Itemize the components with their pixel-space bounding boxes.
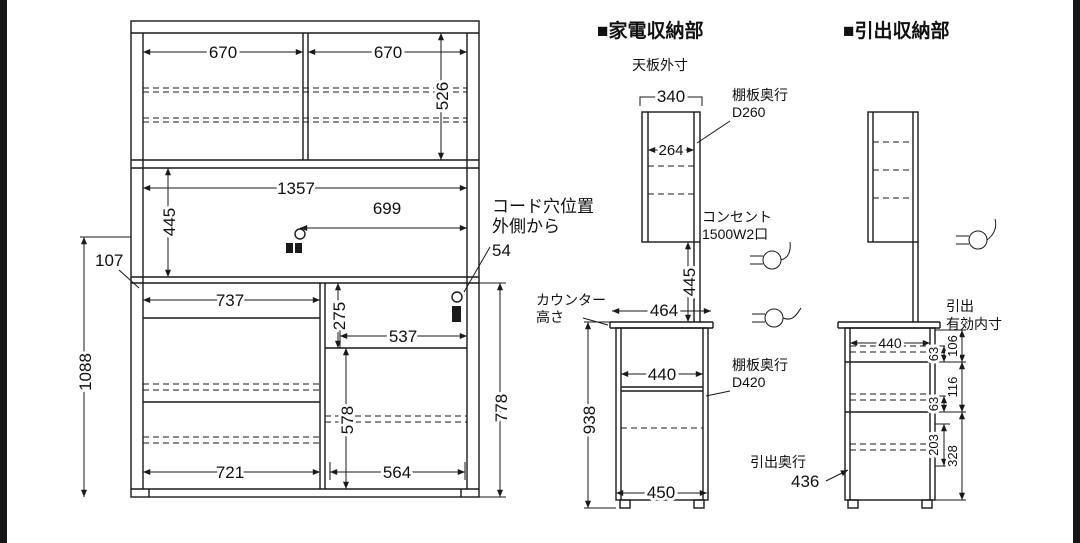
front-view-hidden-lines [143, 87, 467, 444]
inner-dim-label-1: 引出 [946, 298, 974, 314]
power-outlet-icon-lower [452, 306, 461, 322]
dim-116: 116 [945, 377, 960, 398]
dim-63-mid: 63 [926, 397, 941, 411]
drawer-depth-label: 引出奥行 [750, 454, 806, 470]
dim-578: 578 [338, 406, 357, 434]
dim-670-left: 670 [209, 43, 237, 62]
dim-328: 328 [945, 445, 960, 467]
appliance-structure [609, 111, 714, 509]
counter-label-2: 高さ [536, 309, 564, 325]
front-view-dimension-lines [80, 33, 506, 498]
dim-445: 445 [160, 208, 179, 236]
dim-275: 275 [330, 302, 349, 330]
dim-440-side: 440 [648, 365, 676, 384]
front-view: 670 670 526 1357 445 699 コード穴位置 外側から 54 … [73, 20, 594, 498]
dim-264: 264 [658, 142, 683, 159]
appliance-side-view: ■家電収納部 [536, 19, 849, 509]
power-outlet-icon-upper [286, 243, 302, 253]
drawer-dimension-lines [850, 329, 966, 501]
dim-203: 203 [926, 434, 941, 456]
dim-1088: 1088 [76, 353, 95, 391]
dim-440-drawer: 440 [878, 335, 902, 351]
dim-340: 340 [657, 87, 685, 106]
power-plug-icon-upper [750, 241, 791, 270]
power-plug-icon-lower [752, 307, 802, 328]
drawer-structure [837, 111, 941, 509]
top-board-label: 天板外寸 [632, 57, 688, 73]
dim-699: 699 [373, 199, 401, 218]
shelf-upper-label: 棚板奥行 [732, 87, 788, 103]
drawer-side-view: ■引出収納部 [837, 19, 1002, 509]
dim-778: 778 [492, 394, 511, 422]
dim-721: 721 [216, 463, 244, 482]
outlet-label-2: 1500W2口 [702, 226, 768, 242]
right-letterbox-bar [1073, 0, 1080, 543]
dim-938: 938 [580, 406, 599, 434]
cord-note-line1: コード穴位置 [492, 197, 594, 216]
cord-hole-icon-upper [294, 228, 306, 240]
dim-670-right: 670 [374, 43, 402, 62]
dim-445-side: 445 [680, 268, 699, 296]
cord-hole-icon-lower [451, 291, 463, 303]
dim-526: 526 [433, 82, 452, 110]
appliance-hidden-lines [621, 165, 703, 429]
shelf-upper-depth: D260 [732, 104, 766, 120]
appliance-dimension-lines [582, 96, 849, 509]
cord-note-value: 54 [492, 241, 511, 260]
counter-label-1: カウンター [536, 292, 606, 308]
shelf-lower-depth: D420 [732, 374, 766, 390]
drawer-title: ■引出収納部 [843, 19, 949, 42]
left-letterbox-bar [0, 0, 7, 543]
shelf-lower-label: 棚板奥行 [732, 357, 788, 373]
outlet-label-1: コンセント [702, 209, 772, 225]
dim-450: 450 [647, 483, 675, 502]
dim-63-top: 63 [926, 347, 941, 361]
front-view-structure [130, 20, 480, 498]
dim-737: 737 [216, 291, 244, 310]
power-plug-icon-drawer [956, 218, 997, 250]
cord-note-line2: 外側から [492, 217, 560, 236]
appliance-title: ■家電収納部 [597, 19, 703, 42]
dim-106: 106 [945, 335, 960, 357]
dim-464: 464 [650, 301, 678, 320]
dim-1357: 1357 [277, 179, 315, 198]
dim-564: 564 [383, 463, 411, 482]
dim-537: 537 [389, 327, 417, 346]
drawer-depth-value: 436 [791, 472, 819, 491]
inner-dim-label-2: 有効内寸 [946, 316, 1002, 332]
dim-107: 107 [95, 251, 123, 270]
